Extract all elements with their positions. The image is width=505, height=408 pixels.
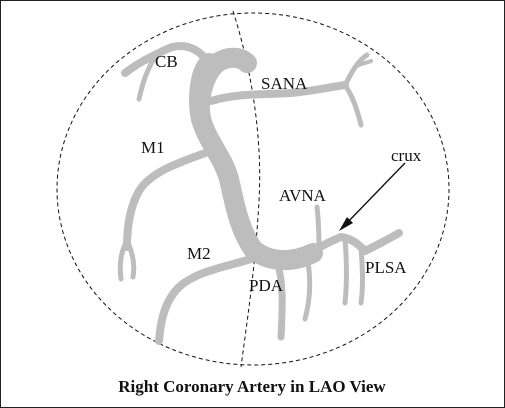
sana-branch [207,81,349,105]
crux-arrow-head [339,217,353,231]
sana-twig-lower [342,82,364,128]
label-plsa: PLSA [365,258,407,277]
plsa-twig-2 [358,246,365,306]
diagram-caption: Right Coronary Artery in LAO View [118,377,386,396]
label-avna: AVNA [279,186,327,205]
label-crux: crux [391,146,422,165]
label-pda: PDA [249,276,284,295]
crux-arrow-line [344,162,406,226]
rca-vessels [117,42,403,345]
m1-twig-left [117,238,130,282]
m1-branch [123,147,215,251]
conus-branch [121,42,211,77]
plsa-twig-1 [342,236,349,306]
conus-twig [136,50,162,102]
pda-branch [273,257,286,341]
sana-twig-upper [342,52,370,88]
heart-outline [56,12,450,366]
label-m2: M2 [187,244,211,263]
label-cb: CB [155,52,178,71]
pda-twig [302,254,313,322]
rca-proximal [190,47,257,129]
m1-twig-right [124,238,137,280]
sana-twig-mid [353,59,373,69]
m2-branch [155,255,255,345]
label-sana: SANA [261,74,308,93]
distal-rca [303,229,403,259]
label-m1: M1 [141,138,165,157]
